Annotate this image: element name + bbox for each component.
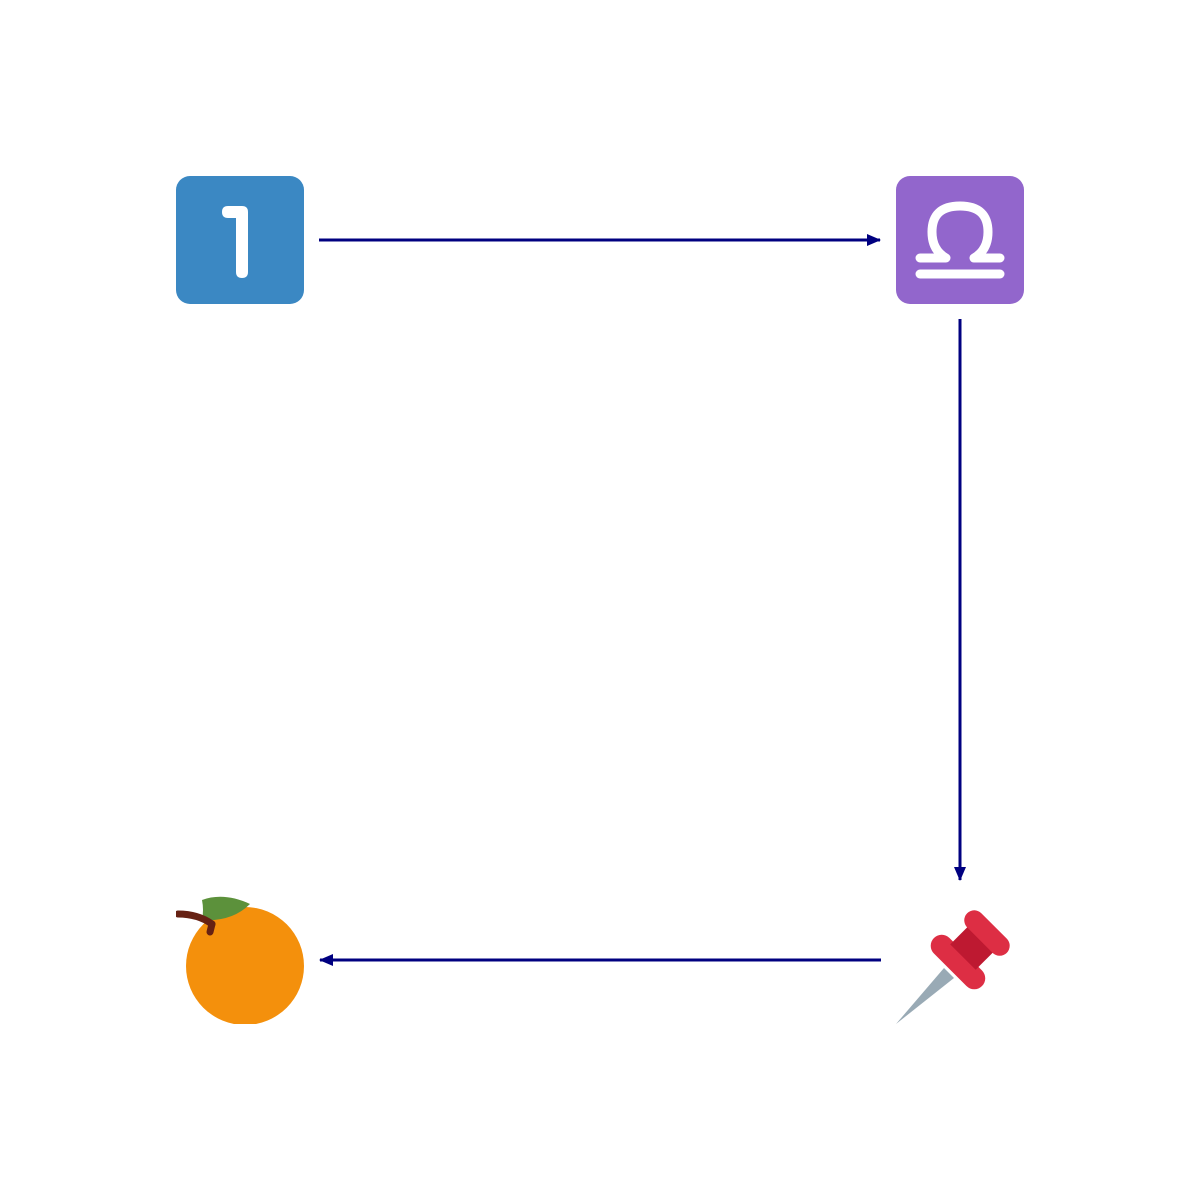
node-keycap-1 bbox=[176, 176, 304, 304]
tangerine-icon bbox=[176, 896, 304, 1024]
keycap-1-icon bbox=[176, 176, 304, 304]
node-libra bbox=[896, 176, 1024, 304]
node-pushpin bbox=[896, 896, 1024, 1024]
node-tangerine bbox=[176, 896, 304, 1024]
libra-icon bbox=[896, 176, 1024, 304]
pushpin-icon bbox=[896, 910, 1010, 1024]
